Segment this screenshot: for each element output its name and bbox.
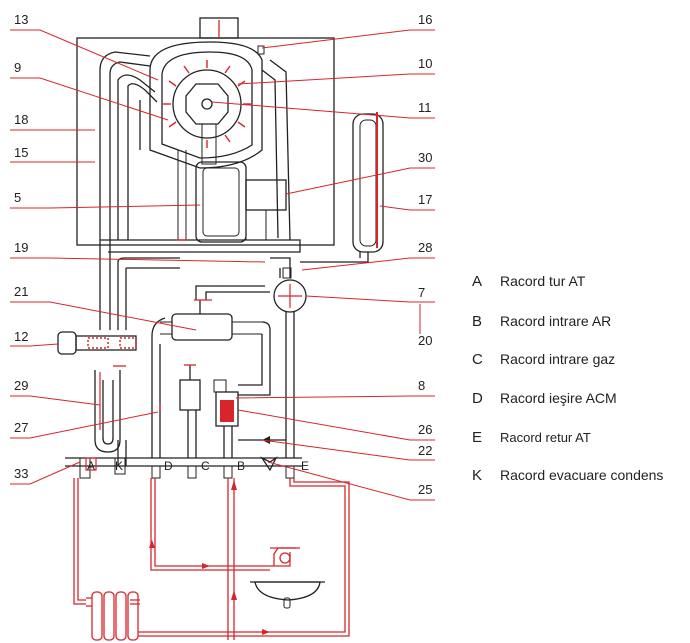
legend-text-b: Racord intrare AR <box>500 313 611 329</box>
callout-17: 17 <box>418 192 432 207</box>
callout-15: 15 <box>14 145 28 160</box>
boiler-casing <box>76 17 335 246</box>
callout-5: 5 <box>14 190 21 205</box>
external-piping <box>73 478 350 641</box>
legend-text-c: Racord intrare gaz <box>500 351 615 367</box>
callout-12: 12 <box>14 329 28 344</box>
expansion-vessel <box>300 112 384 263</box>
flue-piping <box>99 51 301 330</box>
hydraulic-group <box>65 257 307 472</box>
callout-18: 18 <box>14 112 28 127</box>
callout-22: 22 <box>418 443 432 458</box>
callout-13: 13 <box>14 12 28 27</box>
callout-26: 26 <box>418 422 432 437</box>
callout-21: 21 <box>14 284 28 299</box>
fan-assembly <box>177 123 287 243</box>
legend-letter-c: C <box>472 351 483 368</box>
leader-lines <box>10 29 435 501</box>
callout-28: 28 <box>418 240 432 255</box>
connection-b: B <box>237 459 245 473</box>
safety-valve <box>57 331 137 355</box>
legend-letter-k: K <box>472 467 482 484</box>
heat-exchanger <box>149 41 265 169</box>
callout-27: 27 <box>14 420 28 435</box>
callout-10: 10 <box>418 56 432 71</box>
legend-letter-e: E <box>472 429 482 446</box>
legend-text-a: Racord tur AT <box>500 273 586 289</box>
callout-16: 16 <box>418 12 432 27</box>
connection-d: D <box>164 459 173 473</box>
legend-text-k: Racord evacuare condens <box>500 467 663 483</box>
legend-letter-a: A <box>472 273 482 290</box>
connection-c: C <box>201 459 210 473</box>
callout-20: 20 <box>418 333 432 348</box>
callout-8: 8 <box>418 378 425 393</box>
legend: A Racord tur AT B Racord intrare AR C Ra… <box>472 273 663 484</box>
callout-25: 25 <box>418 482 432 497</box>
connection-stubs <box>79 457 295 479</box>
callout-9: 9 <box>14 60 21 75</box>
legend-text-d: Racord ieşire ACM <box>500 390 617 406</box>
callout-30: 30 <box>418 150 432 165</box>
callout-7: 7 <box>418 285 425 300</box>
callout-29: 29 <box>14 378 28 393</box>
callout-19: 19 <box>14 240 28 255</box>
callouts-right: 16 10 11 30 17 28 7 20 8 26 22 25 <box>418 12 432 497</box>
callout-33: 33 <box>14 466 28 481</box>
connection-a: A <box>87 459 95 473</box>
callouts-left: 13 9 18 15 5 19 21 12 29 27 33 <box>14 12 28 481</box>
callout-11: 11 <box>418 100 432 115</box>
condensate-trap <box>94 365 127 466</box>
connection-k: K <box>115 459 123 473</box>
legend-letter-d: D <box>472 390 483 407</box>
legend-letter-b: B <box>472 313 482 330</box>
connection-e: E <box>301 459 309 473</box>
connection-letters: A K D C B E <box>87 459 309 473</box>
legend-text-e: Racord retur AT <box>500 430 591 445</box>
